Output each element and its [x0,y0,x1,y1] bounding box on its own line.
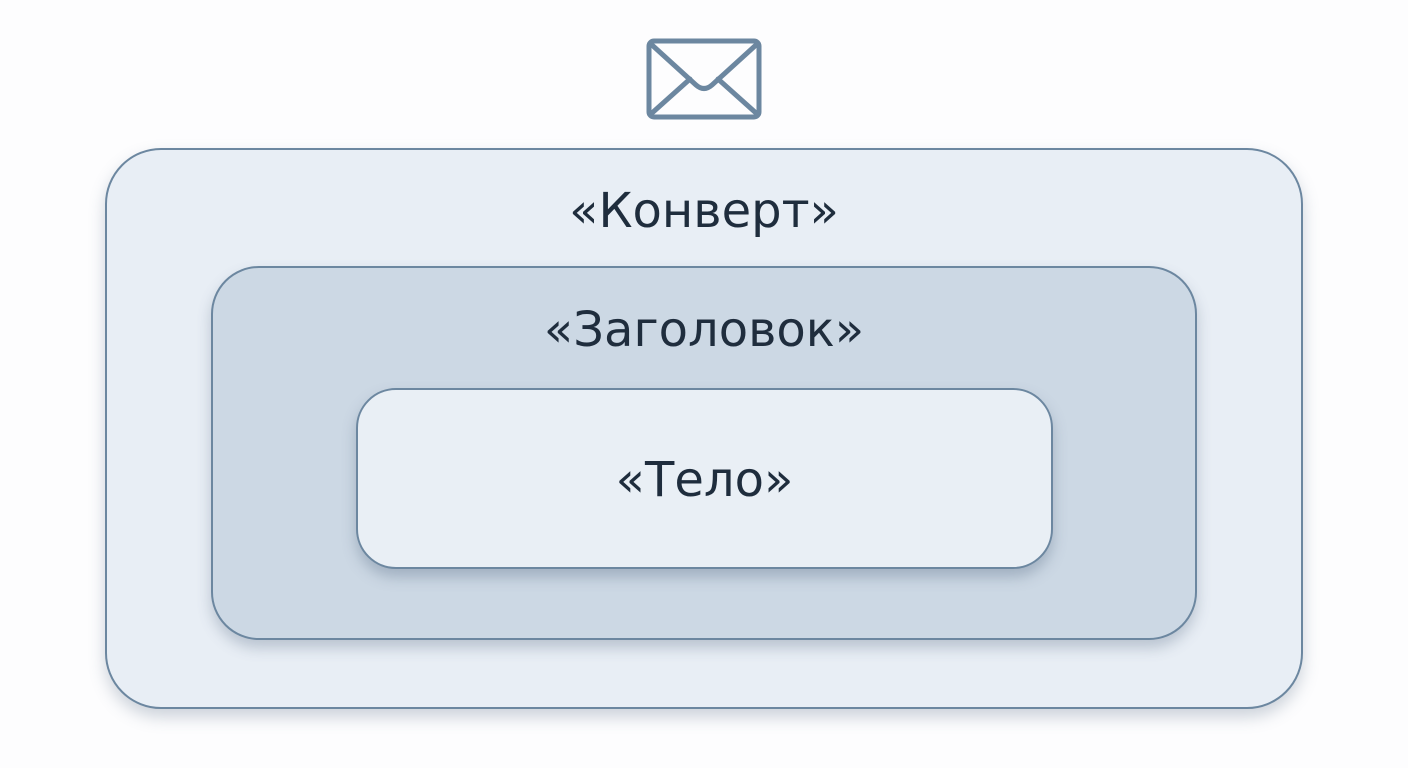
header-label: «Заголовок» [543,302,865,358]
body-layer: «Тело» [356,388,1053,569]
envelope-icon [645,37,763,121]
envelope-label: «Конверт» [569,183,839,239]
body-label: «Тело» [615,452,794,508]
